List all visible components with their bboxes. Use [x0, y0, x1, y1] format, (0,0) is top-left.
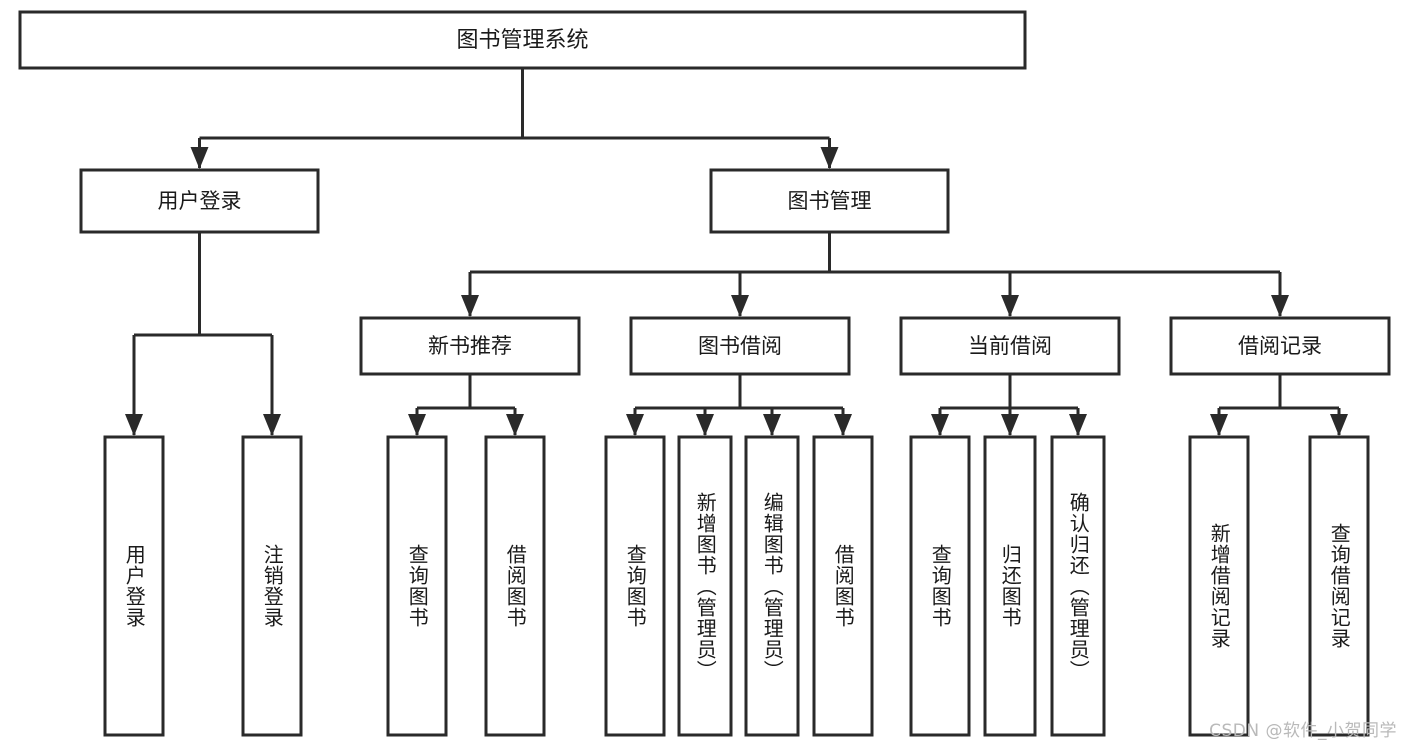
node-rect [18, 10, 1027, 70]
leaf-label: 编辑图书（管理员） [760, 491, 785, 681]
leaf-label-box-leaf-borrow-book-2: 借阅图书 [814, 437, 872, 735]
arrow-head-icon [696, 414, 714, 436]
leaf-node-leaf-query-record[interactable] [1308, 435, 1370, 737]
node-rect [709, 168, 950, 234]
leaf-label-box-leaf-borrow-book-1: 借阅图书 [486, 437, 544, 735]
arrow-head-icon [931, 414, 949, 436]
leaf-node-leaf-user-login[interactable] [103, 435, 165, 737]
leaf-rect [484, 435, 546, 737]
node-label: 新书推荐 [428, 334, 512, 358]
node-rect [359, 316, 581, 376]
leaf-node-leaf-confirm-return[interactable] [1050, 435, 1106, 737]
leaf-rect [909, 435, 971, 737]
leaf-node-leaf-query-book-1[interactable] [386, 435, 448, 737]
leaf-label-box-leaf-edit-book: 编辑图书（管理员） [746, 437, 798, 735]
arrow-head-icon [820, 147, 839, 169]
leaf-label: 查询图书 [928, 544, 953, 628]
leaf-label-box-leaf-return-book: 归还图书 [985, 437, 1035, 735]
leaf-node-leaf-add-book[interactable] [677, 435, 733, 737]
node-label: 用户登录 [158, 189, 242, 213]
arrow-head-icon [1069, 414, 1087, 436]
leaf-label: 新增图书（管理员） [693, 491, 718, 681]
leaf-label-box-leaf-add-record: 新增借阅记录 [1190, 437, 1248, 735]
leaf-node-leaf-edit-book[interactable] [744, 435, 800, 737]
node-label: 借阅记录 [1238, 334, 1322, 358]
leaf-rect [604, 435, 666, 737]
leaf-rect [1050, 435, 1106, 737]
arrow-head-icon [263, 414, 281, 436]
leaf-label: 查询图书 [405, 544, 430, 628]
leaf-rect [677, 435, 733, 737]
leaf-node-leaf-borrow-book-2[interactable] [812, 435, 874, 737]
leaf-label-box-leaf-query-record: 查询借阅记录 [1310, 437, 1368, 735]
node-root[interactable]: 图书管理系统 [18, 10, 1027, 70]
arrow-head-icon [1330, 414, 1348, 436]
leaf-label: 查询图书 [623, 544, 648, 628]
leaf-rect [386, 435, 448, 737]
leaf-node-leaf-add-record[interactable] [1188, 435, 1250, 737]
leaf-label: 新增借阅记录 [1207, 523, 1232, 649]
node-rect [79, 168, 320, 234]
leaf-node-leaf-query-book-2[interactable] [604, 435, 666, 737]
leaf-rect [103, 435, 165, 737]
arrow-head-icon [1210, 414, 1228, 436]
leaf-node-leaf-query-book-3[interactable] [909, 435, 971, 737]
arrow-head-icon [834, 414, 852, 436]
leaf-label: 借阅图书 [831, 544, 856, 628]
leaf-label-box-leaf-query-book-2: 查询图书 [606, 437, 664, 735]
node-label: 图书借阅 [698, 334, 782, 358]
node-book-borrow[interactable]: 图书借阅 [629, 316, 851, 376]
leaf-rect [983, 435, 1037, 737]
node-borrow-record[interactable]: 借阅记录 [1169, 316, 1391, 376]
leaf-label: 归还图书 [998, 544, 1023, 628]
leaf-node-leaf-user-logout[interactable] [241, 435, 303, 737]
arrow-head-icon [1001, 414, 1019, 436]
leaf-rect [812, 435, 874, 737]
leaf-label: 查询借阅记录 [1327, 523, 1352, 649]
leaf-label-box-leaf-user-login: 用户登录 [105, 437, 163, 735]
leaf-label-box-leaf-query-book-1: 查询图书 [388, 437, 446, 735]
node-label: 图书管理 [788, 189, 872, 213]
leaf-label-box-leaf-confirm-return: 确认归还（管理员） [1052, 437, 1104, 735]
arrow-head-icon [763, 414, 781, 436]
arrow-head-icon [190, 147, 209, 169]
node-rect [1169, 316, 1391, 376]
leaf-rect [241, 435, 303, 737]
leaf-label: 注销登录 [260, 544, 285, 628]
leaf-rect [1188, 435, 1250, 737]
leaf-node-leaf-borrow-book-1[interactable] [484, 435, 546, 737]
leaf-label-box-leaf-add-book: 新增图书（管理员） [679, 437, 731, 735]
arrow-head-icon [1271, 295, 1289, 317]
node-rect [899, 316, 1121, 376]
node-new-book-rec[interactable]: 新书推荐 [359, 316, 581, 376]
connector-layer [125, 68, 1348, 436]
arrow-head-icon [626, 414, 644, 436]
arrow-head-icon [506, 414, 524, 436]
leaf-node-leaf-return-book[interactable] [983, 435, 1037, 737]
arrow-head-icon [461, 295, 479, 317]
node-user-login[interactable]: 用户登录 [79, 168, 320, 234]
leaf-rect [744, 435, 800, 737]
leaf-label: 确认归还（管理员） [1066, 491, 1091, 681]
leaf-label-box-leaf-query-book-3: 查询图书 [911, 437, 969, 735]
node-rect [629, 316, 851, 376]
node-label: 图书管理系统 [456, 28, 588, 53]
node-label: 当前借阅 [968, 334, 1052, 358]
arrow-head-icon [125, 414, 143, 436]
arrow-head-icon [731, 295, 749, 317]
arrow-head-icon [1001, 295, 1019, 317]
leaf-label: 用户登录 [122, 544, 147, 628]
arrow-head-icon [408, 414, 426, 436]
node-book-manage[interactable]: 图书管理 [709, 168, 950, 234]
leaf-label: 借阅图书 [503, 544, 528, 628]
leaf-label-box-leaf-user-logout: 注销登录 [243, 437, 301, 735]
leaf-rect [1308, 435, 1370, 737]
node-current-borrow[interactable]: 当前借阅 [899, 316, 1121, 376]
